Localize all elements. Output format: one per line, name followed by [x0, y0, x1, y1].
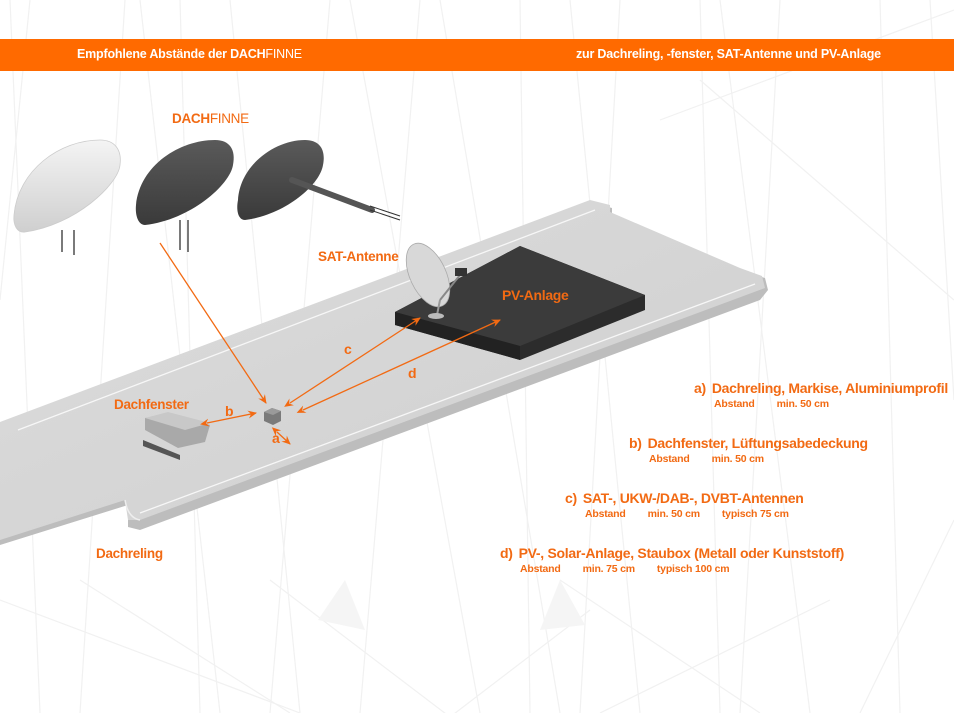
dimension-arrows — [159, 242, 501, 445]
arrow-b — [200, 410, 257, 427]
legend-distance-label: Abstand — [520, 563, 561, 575]
banner-title-right: zur Dachreling, -fenster, SAT-Antenne un… — [576, 47, 881, 61]
fin-antenna-dark — [135, 140, 234, 252]
center-cube — [264, 408, 281, 425]
legend-item-c: c) SAT-, UKW-/DAB-, DVBT-Antennen Abstand… — [565, 490, 811, 520]
legend-title: Dachfenster, Lüftungsabedeckung — [647, 435, 868, 451]
legend-min: min. 75 cm — [582, 563, 635, 575]
legend-item-d: d) PV-, Solar-Anlage, Staubox (Metall ode… — [500, 545, 844, 575]
legend-title: PV-, Solar-Anlage, Staubox (Metall oder … — [518, 545, 845, 561]
dachfenster-label: Dachfenster — [114, 397, 189, 412]
legend-key: d) — [500, 545, 513, 561]
arrow-d — [296, 319, 501, 413]
product-label-thin: FINNE — [209, 111, 249, 126]
legend-key: a) — [694, 380, 706, 396]
legend-key: c) — [565, 490, 577, 506]
product-label-bold: DACH — [172, 111, 210, 126]
legend-min: min. 50 cm — [776, 398, 829, 410]
product-label: DACHFINNE — [172, 111, 249, 126]
legend-title: SAT-, UKW-/DAB-, DVBT-Antennen — [582, 490, 804, 506]
legend-min: min. 50 cm — [711, 453, 764, 465]
legend-min: min. 50 cm — [647, 508, 700, 520]
pv-anlage-label: PV-Anlage — [502, 287, 569, 303]
sat-antenne-label: SAT-Antenne — [318, 249, 399, 264]
arrow-a — [271, 427, 291, 445]
legend-typical: typisch 75 cm — [721, 508, 789, 520]
dimension-label-d: d — [408, 365, 417, 381]
fin-antenna-white — [13, 139, 121, 255]
legend-distance-label: Abstand — [585, 508, 626, 520]
roof-window — [143, 412, 210, 460]
legend-item-b: b) Dachfenster, Lüftungsabedeckung Abstan… — [629, 435, 868, 465]
dimension-label-c: c — [344, 341, 352, 357]
legend-distance-label: Abstand — [714, 398, 755, 410]
header-banner: Empfohlene Abstände der DACHFINNE zur Da… — [0, 39, 954, 71]
legend-distance-label: Abstand — [649, 453, 690, 465]
banner-prefix: Empfohlene Abstände der — [77, 47, 231, 61]
legend-key: b) — [629, 435, 642, 451]
legend-typical: typisch 100 cm — [656, 563, 730, 575]
fin-antenna-cable — [237, 140, 401, 221]
banner-brand-thin: FINNE — [265, 47, 302, 61]
pointer-line-fin — [159, 242, 267, 404]
sat-dish — [405, 242, 467, 319]
banner-title-left: Empfohlene Abstände der DACHFINNE — [77, 47, 302, 61]
legend-item-a: a) Dachreling, Markise, Aluminiumprofil A… — [694, 380, 948, 410]
dimension-label-a: a — [272, 430, 280, 446]
dachreling-label: Dachreling — [96, 546, 163, 561]
dimension-label-b: b — [225, 403, 234, 419]
legend-title: Dachreling, Markise, Aluminiumprofil — [711, 380, 948, 396]
banner-brand-bold: DACH — [230, 47, 266, 61]
